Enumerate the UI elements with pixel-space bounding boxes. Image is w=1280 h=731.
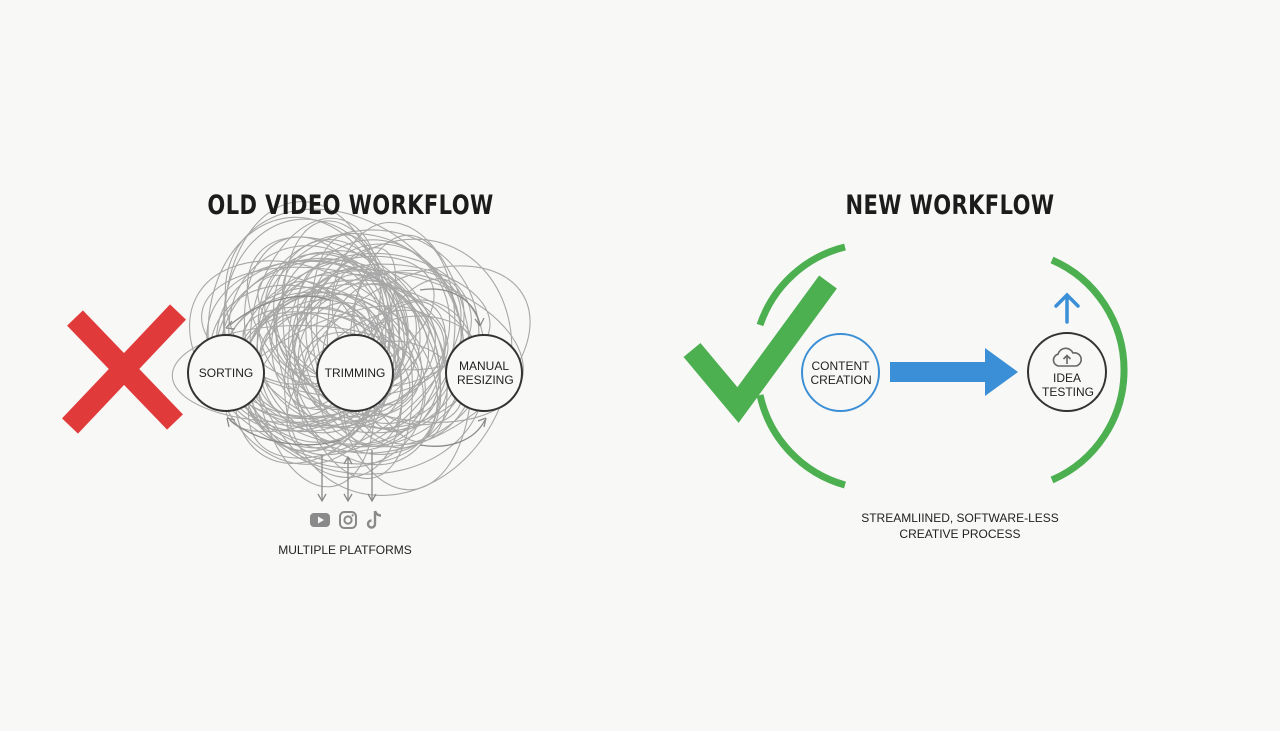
tangle-loop	[171, 324, 420, 423]
caption-line: STREAMLIINED, SOFTWARE-LESS	[861, 511, 1059, 525]
loop-arrows	[225, 288, 487, 447]
node-idea-testing: IDEA TESTING	[1027, 332, 1107, 412]
tangle-loop	[310, 234, 391, 418]
small-up-arrow	[1054, 292, 1080, 324]
node-manual-resizing: MANUAL RESIZING	[445, 334, 523, 412]
tangle-loop	[189, 260, 438, 465]
node-content-creation: CONTENT CREATION	[801, 333, 880, 412]
tangle-loop	[201, 266, 449, 398]
tangle-loop	[275, 250, 442, 466]
checkmark-icon	[683, 275, 837, 423]
instagram-icon	[339, 511, 357, 529]
green-arcs	[756, 243, 1128, 489]
node-label: IDEA TESTING	[1042, 370, 1095, 399]
new-workflow-caption: STREAMLIINED, SOFTWARE-LESS CREATIVE PRO…	[820, 510, 1100, 542]
node-sorting: SORTING	[187, 334, 265, 412]
youtube-icon	[310, 513, 330, 527]
tangle-loop	[296, 262, 403, 446]
tangle-loop	[216, 259, 441, 453]
cloud-upload-icon	[1052, 347, 1082, 367]
node-label: TRIMMING	[324, 366, 386, 380]
caption-line: CREATIVE PROCESS	[899, 527, 1021, 541]
tangle-loop	[297, 302, 397, 422]
new-workflow-title: NEW WORKFLOW	[845, 190, 1055, 221]
cross-icon	[62, 304, 186, 434]
platforms-caption: MULTIPLE PLATFORMS	[278, 543, 412, 557]
tangle-loop	[249, 217, 381, 418]
tangle-loop	[247, 269, 462, 459]
tangle-loop	[284, 238, 513, 496]
node-trimming: TRIMMING	[316, 334, 394, 412]
tiktok-icon	[366, 510, 382, 529]
node-label: SORTING	[198, 366, 254, 380]
platform-arrows	[317, 450, 377, 503]
tangle-loop	[256, 229, 480, 448]
tangle-loop	[296, 265, 531, 454]
node-label: MANUAL RESIZING	[457, 359, 514, 387]
tangle-loop	[224, 208, 465, 434]
node-label: CONTENT CREATION	[810, 358, 872, 387]
blue-flow-arrow	[890, 348, 1018, 396]
old-workflow-title: OLD VIDEO WORKFLOW	[207, 190, 494, 221]
